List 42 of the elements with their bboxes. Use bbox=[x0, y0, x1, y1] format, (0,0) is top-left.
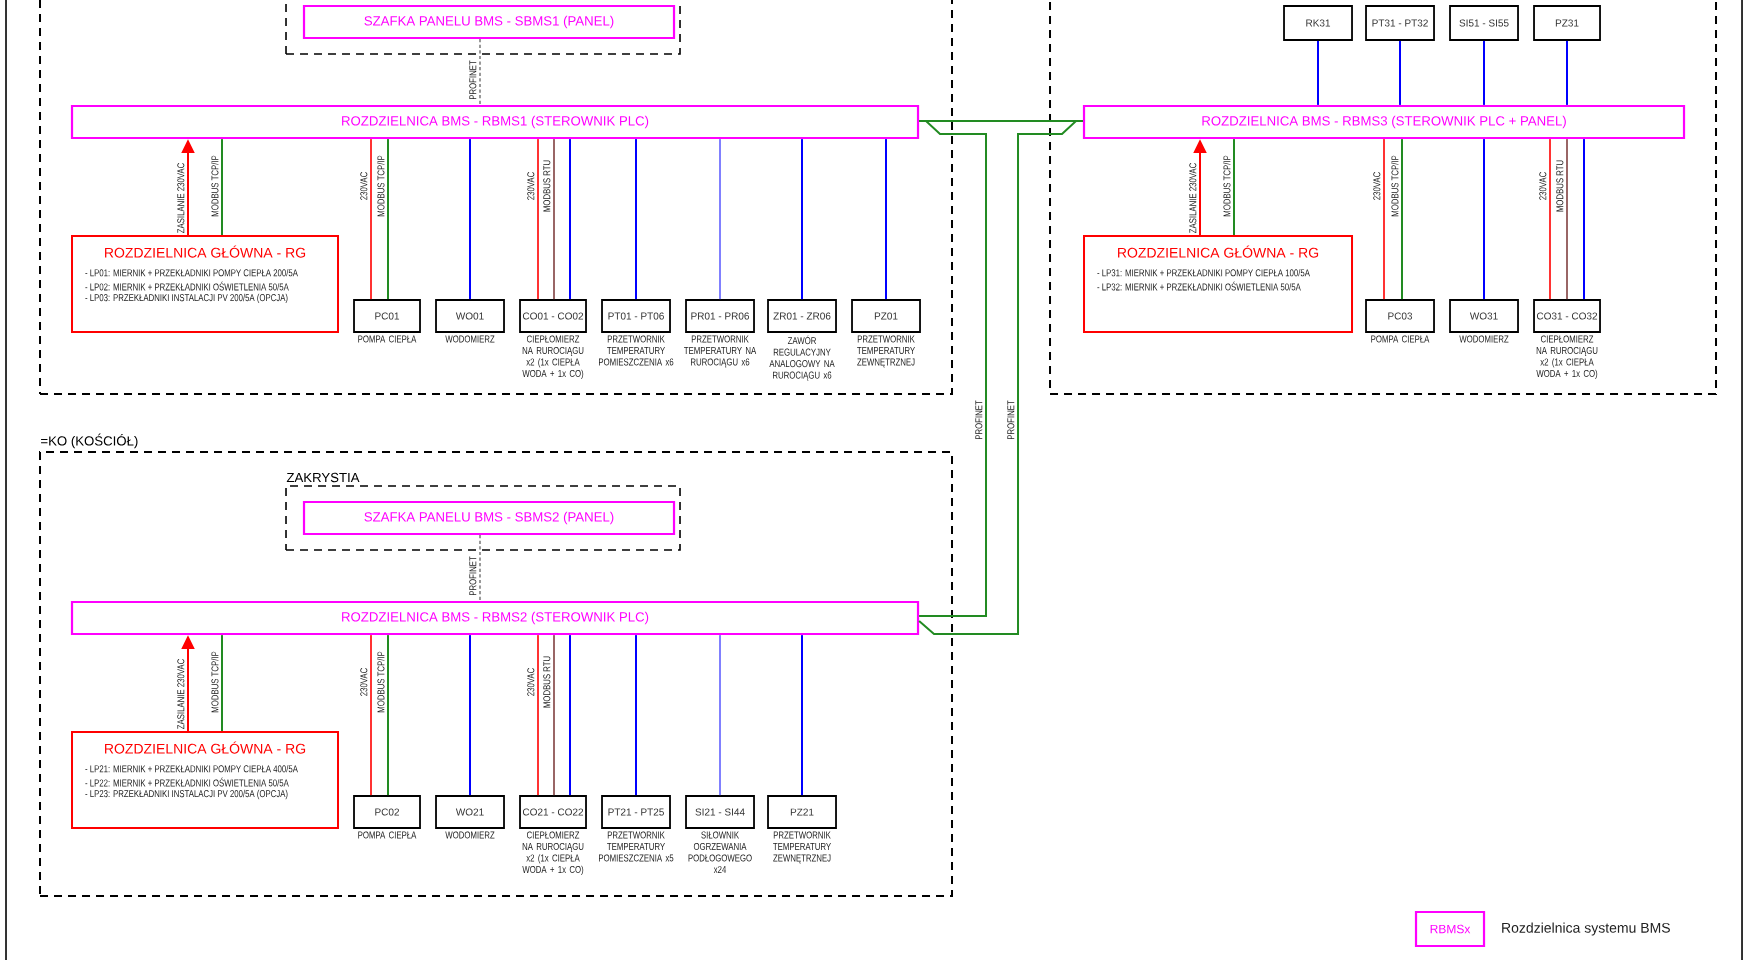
cable-line bbox=[1233, 138, 1235, 236]
cable-line bbox=[569, 138, 571, 301]
cable-line bbox=[537, 634, 539, 797]
cable-line bbox=[1483, 138, 1485, 301]
cable-line bbox=[1583, 138, 1585, 301]
switchboard-box bbox=[1083, 235, 1353, 333]
cable-line bbox=[1399, 39, 1401, 106]
cable-line bbox=[469, 138, 471, 301]
cable-line bbox=[387, 138, 389, 301]
cable-line bbox=[370, 138, 372, 301]
cable-line bbox=[553, 138, 555, 301]
cable-line bbox=[569, 634, 571, 797]
cable-line bbox=[1549, 138, 1551, 301]
room-frame bbox=[285, 0, 681, 55]
cable-line bbox=[537, 138, 539, 301]
cable-line bbox=[221, 634, 223, 732]
switchboard-box bbox=[71, 235, 339, 333]
cable-line bbox=[370, 634, 372, 797]
cable-line bbox=[918, 120, 987, 617]
cable-line bbox=[719, 634, 721, 797]
cable-line bbox=[479, 38, 481, 106]
cable-line bbox=[221, 138, 223, 236]
cable-line bbox=[885, 138, 887, 301]
zone-frame bbox=[1049, 0, 1717, 395]
cable-line bbox=[635, 138, 637, 301]
cable-line bbox=[1401, 138, 1403, 301]
cable-line bbox=[469, 634, 471, 797]
cable-line bbox=[801, 634, 803, 797]
cable-line bbox=[387, 634, 389, 797]
cable-line bbox=[1566, 39, 1568, 106]
cable-line bbox=[918, 120, 1084, 635]
cable-line bbox=[1317, 39, 1319, 106]
cable-line bbox=[635, 634, 637, 797]
zone-frame bbox=[39, 0, 953, 395]
switchboard-box bbox=[71, 731, 339, 829]
cable-line bbox=[553, 634, 555, 797]
cable-line bbox=[1483, 39, 1485, 106]
cable-line bbox=[479, 534, 481, 602]
cable-line bbox=[801, 138, 803, 301]
cable-line bbox=[719, 138, 721, 301]
cable-line bbox=[1383, 138, 1385, 301]
cable-line bbox=[1566, 138, 1568, 301]
